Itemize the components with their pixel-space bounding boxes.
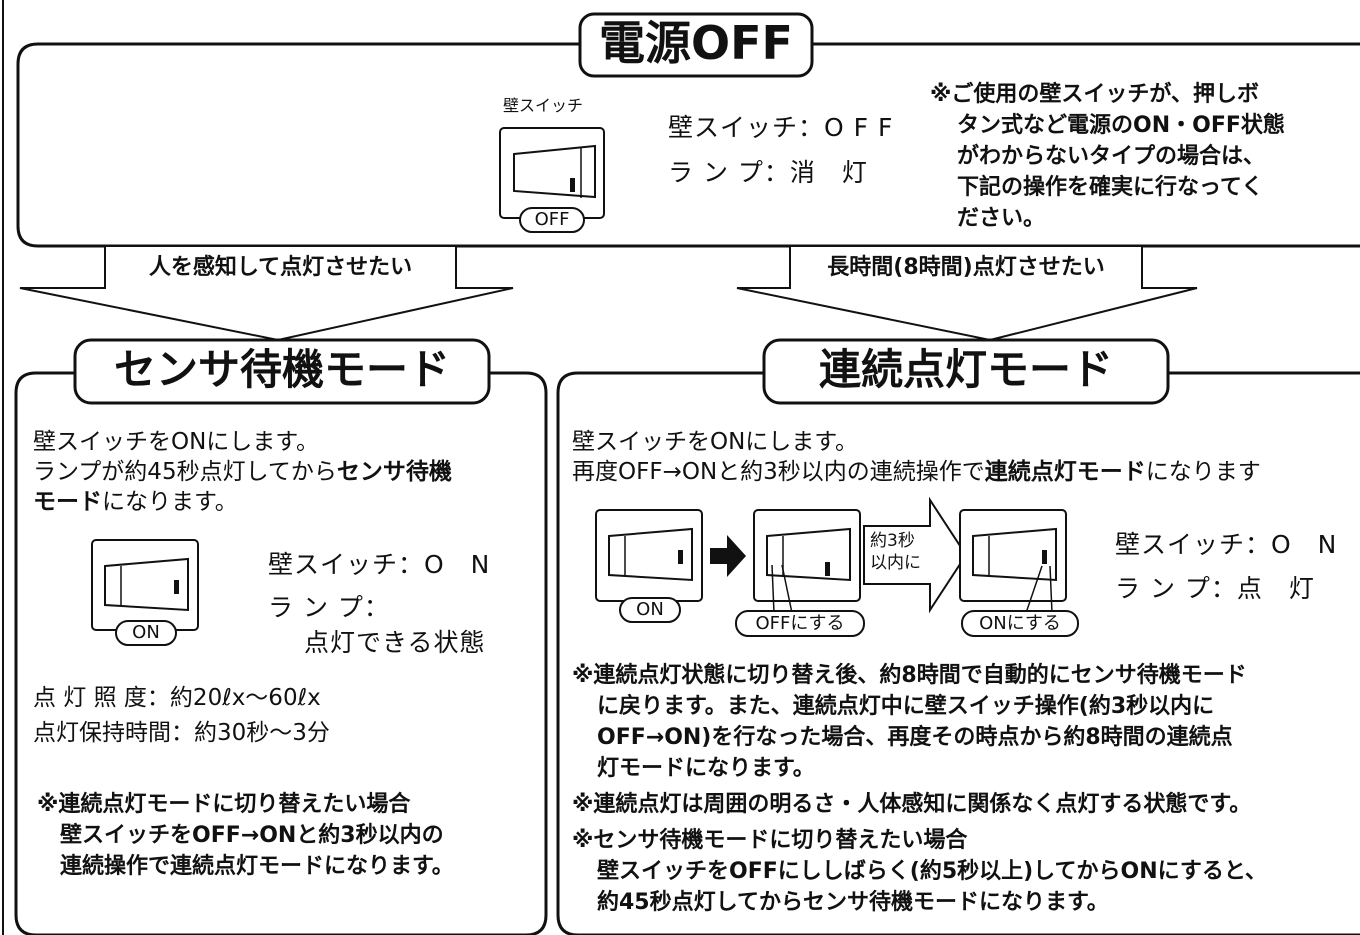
sensor-status-lamp-value: 点灯できる状態 [304, 628, 486, 657]
cont-switch-3-icon [959, 509, 1079, 637]
continuous-mode-title: 連続点灯モード [818, 345, 1113, 394]
sensor-line-2-text: ランプが約45秒点灯してから [33, 459, 337, 485]
top-title-frame [578, 12, 814, 78]
cont-status-switch: 壁スイッチ：O N [1115, 530, 1338, 559]
top-box-frame [16, 42, 1360, 248]
cont-status-lamp: ラ ン プ：点 灯 [1115, 574, 1315, 603]
continuous-title-frame [762, 338, 1170, 405]
sensor-hold-time: 点灯保持時間：約30秒〜3分 [33, 720, 330, 746]
sensor-illuminance: 点 灯 照 度：約20ℓx〜60ℓx [33, 685, 321, 711]
cont-sw1-state: ON [636, 599, 664, 620]
top-note-line-2: タン式など電源のON・OFF状態 [957, 113, 1285, 138]
power-off-title: 電源OFF [599, 16, 793, 70]
sensor-line-3-bold: モード [33, 489, 102, 515]
continuous-line-2: 再度OFF→ONと約3秒以内の連続操作で連続点灯モードになります [572, 457, 1261, 487]
cont-note-2: に戻ります。また、連続点灯中に壁スイッチ操作(約3秒以内に [597, 694, 1215, 719]
top-note-line-1: ※ご使用の壁スイッチが、押しボ [930, 82, 1259, 107]
top-note-line-4: 下記の操作を確実に行なってく [957, 175, 1264, 200]
black-arrow-icon [710, 535, 746, 577]
cont-sw3-state: ONにする [979, 613, 1061, 634]
continuous-box-frame [556, 371, 1360, 935]
cont-note-5: ※連続点灯は周囲の明るさ・人体感知に関係なく点灯する状態です。 [572, 792, 1252, 817]
timing-label-1: 約3秒 [870, 531, 915, 551]
sensor-status-lamp: ラ ン プ： [268, 593, 390, 622]
cont-switch-2-icon [735, 509, 865, 637]
top-switch-state: OFF [534, 209, 570, 230]
cont-note-3: OFF→ON)を行なった場合、再度その時点から約8時間の連続点 [597, 725, 1233, 750]
sensor-note-2: 壁スイッチをOFF→ONと約3秒以内の [60, 823, 444, 848]
top-status-switch: 壁スイッチ：O F F [668, 113, 894, 142]
sensor-mode-title: センサ待機モード [113, 345, 450, 394]
top-switch-caption: 壁スイッチ [503, 96, 584, 115]
sensor-line-2: ランプが約45秒点灯してからセンサ待機 [33, 457, 452, 487]
cont-note-7: 壁スイッチをOFFにししばらく(約5秒以上)してからONにすると、 [597, 859, 1267, 884]
cont-sw2-state: OFFにする [755, 613, 845, 634]
continuous-line-2-bold: 連続点灯モード [984, 459, 1146, 485]
cont-note-6: ※センサ待機モードに切り替えたい場合 [572, 828, 968, 853]
sensor-title-frame [73, 338, 491, 405]
cont-switch-1-icon [595, 509, 703, 623]
sensor-switch-icon [91, 539, 199, 646]
arrow-left-label: 人を感知して点灯させたい [148, 255, 413, 280]
cont-note-8: 約45秒点灯してからセンサ待機モードになります。 [597, 890, 1109, 915]
continuous-line-2-text: 再度OFF→ONと約3秒以内の連続操作で [572, 459, 985, 485]
top-note-line-3: がわからないタイプの場合は、 [957, 144, 1266, 169]
timing-label-2: 以内に [870, 553, 921, 573]
sensor-line-1: 壁スイッチをONにします。 [33, 429, 320, 455]
cont-note-4: 灯モードになります。 [597, 756, 815, 781]
continuous-line-1: 壁スイッチをONにします。 [572, 429, 859, 455]
arrow-left [19, 245, 514, 342]
outline-arrow-icon [863, 496, 968, 614]
sensor-box-frame [14, 371, 548, 935]
sensor-line-2-bold: センサ待機 [336, 459, 452, 485]
sensor-line-3: モードになります。 [33, 487, 238, 517]
cont-note-1: ※連続点灯状態に切り替え後、約8時間で自動的にセンサ待機モード [572, 663, 1247, 688]
top-status-lamp: ラ ン プ：消 灯 [668, 158, 868, 187]
continuous-line-2-end: になります [1145, 459, 1261, 485]
sensor-line-3-text: になります。 [102, 489, 238, 515]
top-switch-icon [499, 127, 605, 233]
arrow-right-label: 長時間(8時間)点灯させたい [827, 255, 1105, 280]
sensor-status-switch: 壁スイッチ：O N [268, 550, 491, 579]
arrow-right [736, 245, 1198, 342]
top-note-line-5: ださい。 [957, 206, 1046, 231]
sensor-note-3: 連続操作で連続点灯モードになります。 [60, 854, 454, 879]
sensor-switch-state: ON [132, 622, 160, 643]
sensor-note-1: ※連続点灯モードに切り替えたい場合 [37, 792, 411, 817]
